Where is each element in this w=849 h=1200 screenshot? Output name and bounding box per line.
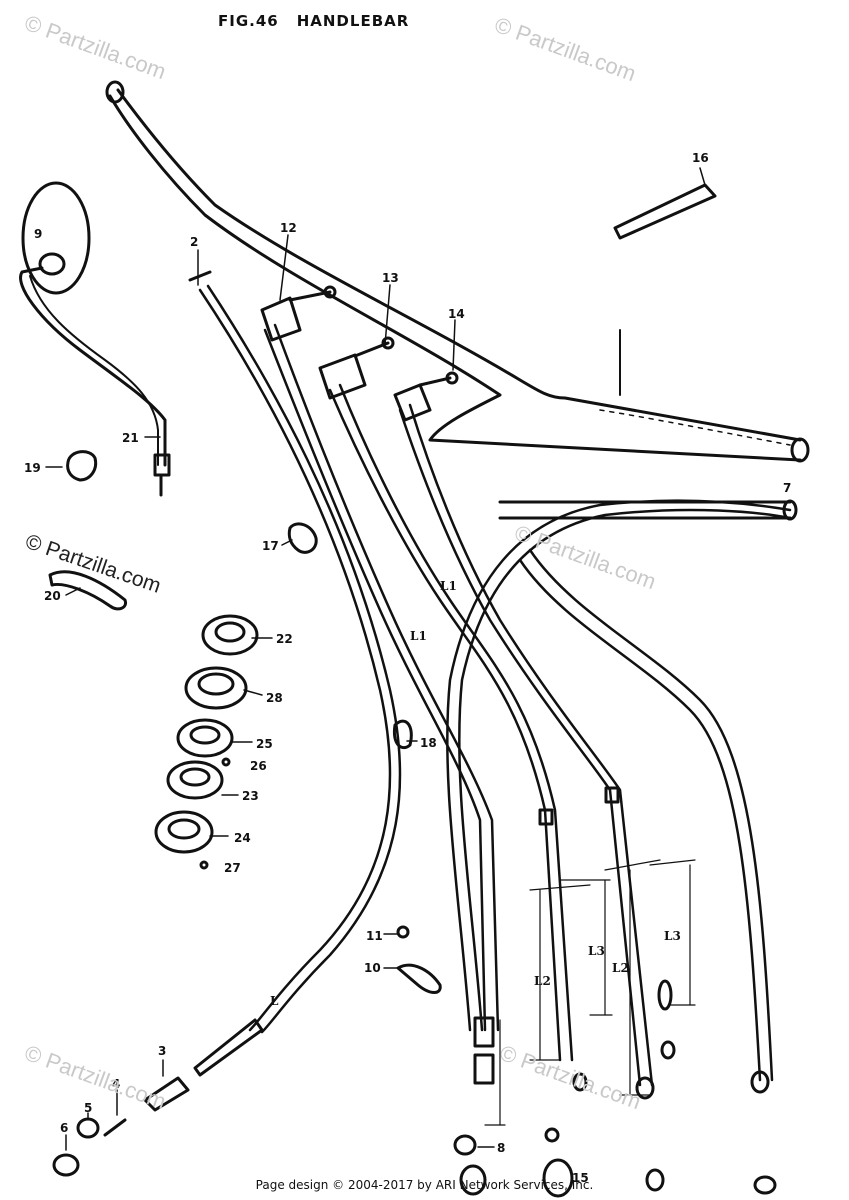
figure-number: FIG.46 <box>218 12 279 30</box>
dimension-labels: L1 L1 L L2 L3 L2 L3 <box>270 579 681 1008</box>
callout-2: 2 <box>190 235 198 249</box>
cable-fittings <box>193 719 777 1198</box>
cables <box>198 284 792 1087</box>
dim-l2-b: L2 <box>612 961 629 975</box>
callout-13: 13 <box>382 271 399 285</box>
leader-lines <box>45 167 706 1151</box>
callout-21: 21 <box>122 431 139 445</box>
callout-27: 27 <box>224 861 241 875</box>
handlebar <box>105 80 810 463</box>
part-20-band <box>48 570 128 611</box>
callout-9-mirror: 9 <box>34 227 42 241</box>
part-10-11 <box>396 925 442 994</box>
callout-20: 20 <box>44 589 61 603</box>
throttle-parts <box>52 1076 190 1177</box>
callout-5: 5 <box>84 1101 92 1115</box>
dim-l3-a: L3 <box>588 944 605 958</box>
callout-28: 28 <box>266 691 283 705</box>
callout-4: 4 <box>112 1077 120 1091</box>
callout-8: 8 <box>497 1141 505 1155</box>
figure-name: HANDLEBAR <box>296 12 410 30</box>
part-17-grommet <box>287 522 318 554</box>
mirror <box>19 181 171 497</box>
callout-22: 22 <box>276 632 293 646</box>
callout-6: 6 <box>60 1121 68 1135</box>
callouts: 7 9 2 12 13 14 16 21 19 17 20 22 28 25 2… <box>24 151 791 1185</box>
callout-24: 24 <box>234 831 251 845</box>
dimension-lines <box>484 859 696 1126</box>
callout-16: 16 <box>692 151 709 165</box>
callout-15: 15 <box>572 1171 589 1185</box>
control-brackets <box>188 270 459 422</box>
part-19-clip <box>66 450 98 482</box>
callout-17: 17 <box>262 539 279 553</box>
callout-23: 23 <box>242 789 259 803</box>
callout-26: 26 <box>250 759 267 773</box>
dim-l1-a: L1 <box>440 579 457 593</box>
callout-7: 7 <box>783 481 791 495</box>
part-16-rod <box>613 183 717 240</box>
dim-l: L <box>270 994 279 1008</box>
callout-3: 3 <box>158 1044 166 1058</box>
callout-18: 18 <box>420 736 437 750</box>
steering-parts <box>154 614 259 870</box>
dim-l1-b: L1 <box>410 629 427 643</box>
callout-10: 10 <box>364 961 381 975</box>
callout-25: 25 <box>256 737 273 751</box>
dim-l3-b: L3 <box>664 929 681 943</box>
page-footer: Page design © 2004-2017 by ARI Network S… <box>255 1178 594 1192</box>
callout-11: 11 <box>366 929 383 943</box>
figure-title: FIG.46 HANDLEBAR <box>218 12 409 30</box>
callout-19: 19 <box>24 461 41 475</box>
callout-14: 14 <box>448 307 465 321</box>
callout-12: 12 <box>280 221 297 235</box>
dim-l2-a: L2 <box>534 974 551 988</box>
